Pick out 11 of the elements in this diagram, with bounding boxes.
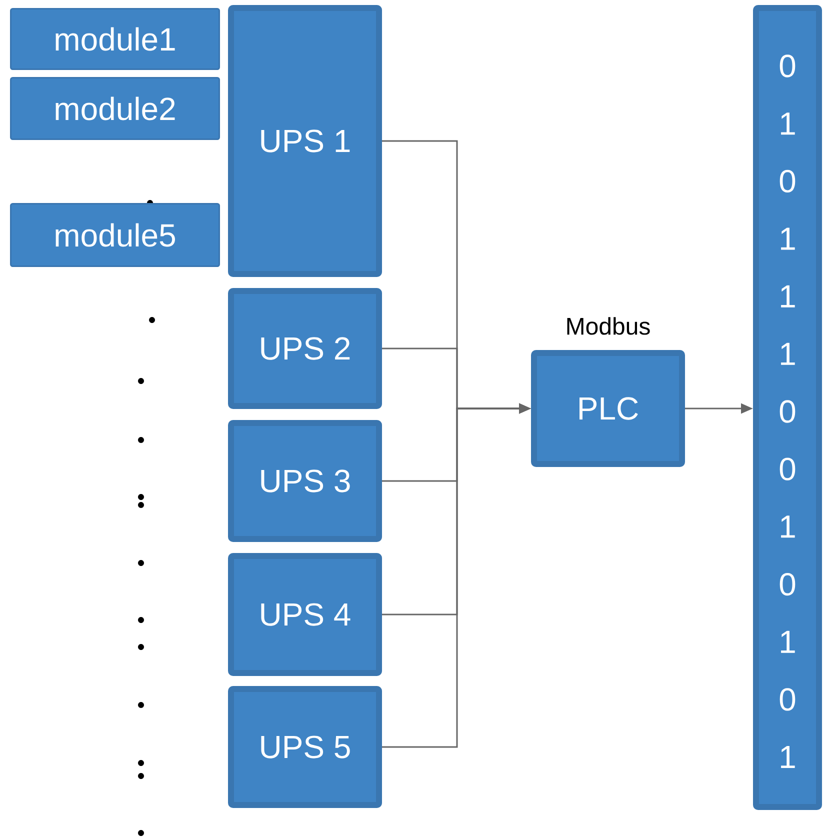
unit-box: UPS 1: [228, 5, 382, 277]
module-box: module1: [10, 8, 220, 70]
protocol-label: Modbus: [567, 317, 650, 335]
bit-column: 0 1 0 1 1 1 0 0 1 0 1 0 1: [753, 5, 822, 810]
unit-box: UPS 4: [228, 553, 382, 676]
unit-box: UPS 2: [228, 288, 382, 409]
module-box: module2: [10, 77, 220, 140]
unit-box: UPS 3: [228, 420, 382, 542]
unit-box: UPS 5: [228, 686, 382, 808]
module-box: module5: [10, 203, 220, 267]
unit-box: PLC: [531, 350, 685, 467]
